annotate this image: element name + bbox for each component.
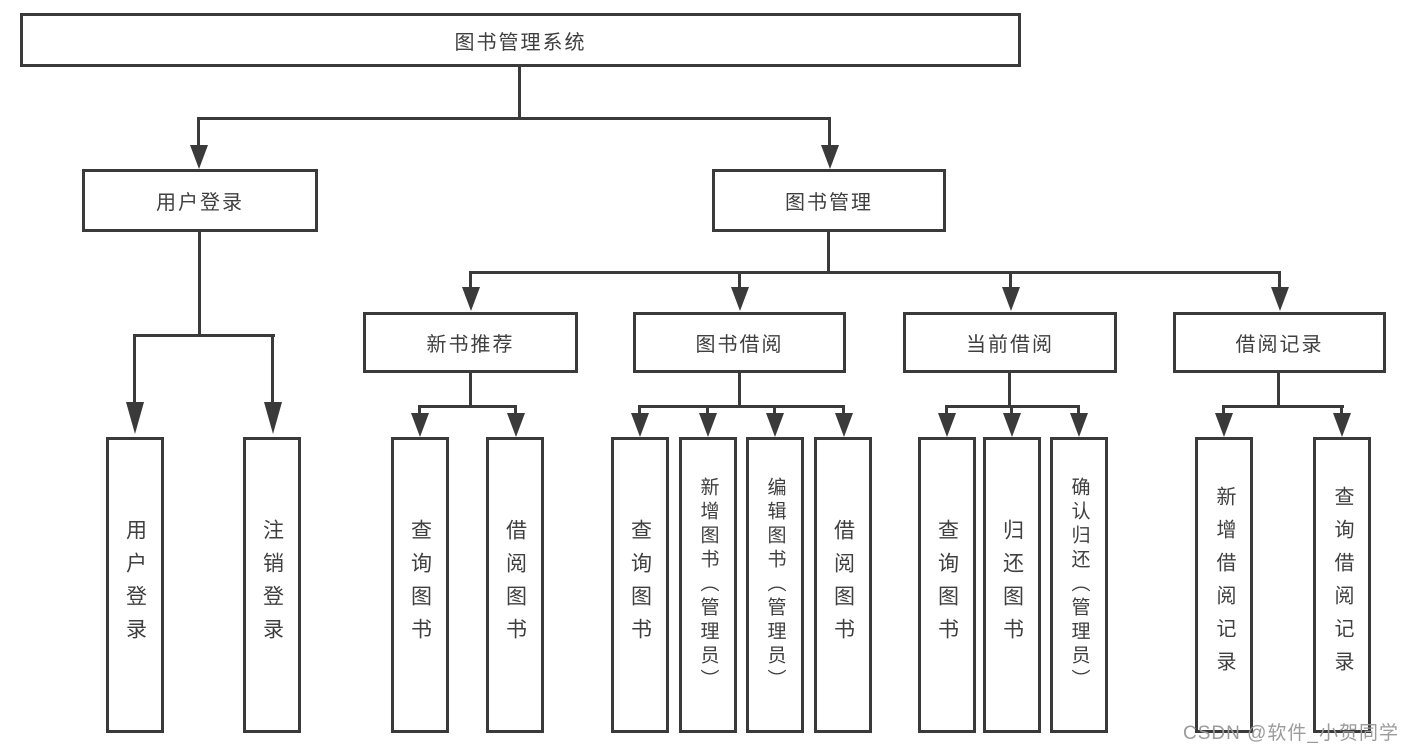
connector-book-hline bbox=[469, 271, 1281, 274]
connector-g0-stem bbox=[469, 373, 472, 407]
connector-g2-stem bbox=[1008, 373, 1011, 407]
node-borrow-records: 借阅记录 bbox=[1173, 312, 1386, 373]
csdn-watermark: CSDN @软件_小贺同学 bbox=[1183, 723, 1399, 744]
leaf-g0-borrow-books-label: 借阅图书 bbox=[503, 519, 527, 651]
arrow-g0-leaf0 bbox=[410, 405, 429, 437]
arrow-to-leaf-logout bbox=[263, 334, 282, 434]
leaf-user-login-label: 用户登录 bbox=[123, 519, 147, 651]
leaf-g3-add-borrow-record-label: 新增借阅记录 bbox=[1213, 486, 1235, 684]
node-book-management: 图书管理 bbox=[712, 169, 946, 232]
leaf-g2-return-books-label: 归还图书 bbox=[1000, 519, 1024, 651]
arrow-to-borrow-records bbox=[1270, 271, 1289, 311]
arrow-to-book-borrow bbox=[730, 271, 749, 311]
connector-g3-stem bbox=[1277, 373, 1280, 407]
leaf-g2-confirm-return-admin-label: 确认归还（管理员） bbox=[1068, 477, 1090, 693]
leaf-g1-borrow-books-label: 借阅图书 bbox=[831, 519, 855, 651]
leaf-logout: 注销登录 bbox=[243, 437, 301, 733]
arrow-g1-leaf1 bbox=[698, 405, 717, 437]
connector-g0-hline bbox=[418, 405, 517, 408]
arrow-to-user-login bbox=[189, 117, 208, 169]
connector-g1-stem bbox=[738, 373, 741, 407]
connector-root-hline bbox=[197, 117, 831, 120]
connector-g3-hline bbox=[1222, 405, 1344, 408]
arrow-to-book-management bbox=[820, 117, 839, 169]
leaf-g2-query-books: 查询图书 bbox=[918, 437, 976, 733]
leaf-g0-query-books: 查询图书 bbox=[391, 437, 449, 733]
arrow-g1-leaf2 bbox=[765, 405, 784, 437]
connector-user-stem bbox=[198, 232, 201, 336]
node-book-borrow: 图书借阅 bbox=[633, 312, 846, 373]
leaf-g1-add-books-admin: 新增图书（管理员） bbox=[679, 437, 737, 733]
node-current-borrow: 当前借阅 bbox=[903, 312, 1117, 373]
node-root: 图书管理系统 bbox=[20, 13, 1021, 67]
arrow-to-new-book bbox=[461, 271, 480, 311]
arrow-g2-leaf2 bbox=[1069, 405, 1088, 437]
leaf-g1-edit-books-admin: 编辑图书（管理员） bbox=[746, 437, 804, 733]
leaf-g1-query-books-label: 查询图书 bbox=[628, 519, 652, 651]
arrow-g1-leaf3 bbox=[834, 405, 853, 437]
arrow-g2-leaf1 bbox=[1002, 405, 1021, 437]
leaf-g0-borrow-books: 借阅图书 bbox=[486, 437, 544, 733]
node-user-login: 用户登录 bbox=[82, 169, 318, 232]
leaf-g2-confirm-return-admin: 确认归还（管理员） bbox=[1050, 437, 1108, 733]
leaf-g2-query-books-label: 查询图书 bbox=[935, 519, 959, 651]
connector-user-hline bbox=[133, 334, 275, 337]
leaf-logout-label: 注销登录 bbox=[260, 519, 284, 651]
node-new-book-recommend: 新书推荐 bbox=[363, 312, 578, 373]
arrow-g3-leaf1 bbox=[1332, 405, 1351, 437]
connector-root-stem bbox=[518, 67, 521, 120]
arrow-to-current-borrow bbox=[1001, 271, 1020, 311]
connector-book-stem bbox=[827, 232, 830, 274]
leaf-g2-return-books: 归还图书 bbox=[983, 437, 1041, 733]
arrow-g2-leaf0 bbox=[937, 405, 956, 437]
leaf-g1-query-books: 查询图书 bbox=[611, 437, 669, 733]
leaf-g0-query-books-label: 查询图书 bbox=[408, 519, 432, 651]
leaf-g1-edit-books-admin-label: 编辑图书（管理员） bbox=[764, 477, 786, 693]
arrow-g1-leaf0 bbox=[630, 405, 649, 437]
leaf-g1-add-books-admin-label: 新增图书（管理员） bbox=[697, 477, 719, 693]
leaf-user-login: 用户登录 bbox=[106, 437, 164, 733]
connector-g1-hline bbox=[638, 405, 845, 408]
arrow-to-leaf-login bbox=[125, 334, 144, 434]
leaf-g3-query-borrow-record-label: 查询借阅记录 bbox=[1331, 486, 1353, 684]
leaf-g1-borrow-books: 借阅图书 bbox=[814, 437, 872, 733]
arrow-g3-leaf0 bbox=[1214, 405, 1233, 437]
arrow-g0-leaf1 bbox=[506, 405, 525, 437]
leaf-g3-add-borrow-record: 新增借阅记录 bbox=[1195, 437, 1253, 733]
leaf-g3-query-borrow-record: 查询借阅记录 bbox=[1313, 437, 1371, 733]
